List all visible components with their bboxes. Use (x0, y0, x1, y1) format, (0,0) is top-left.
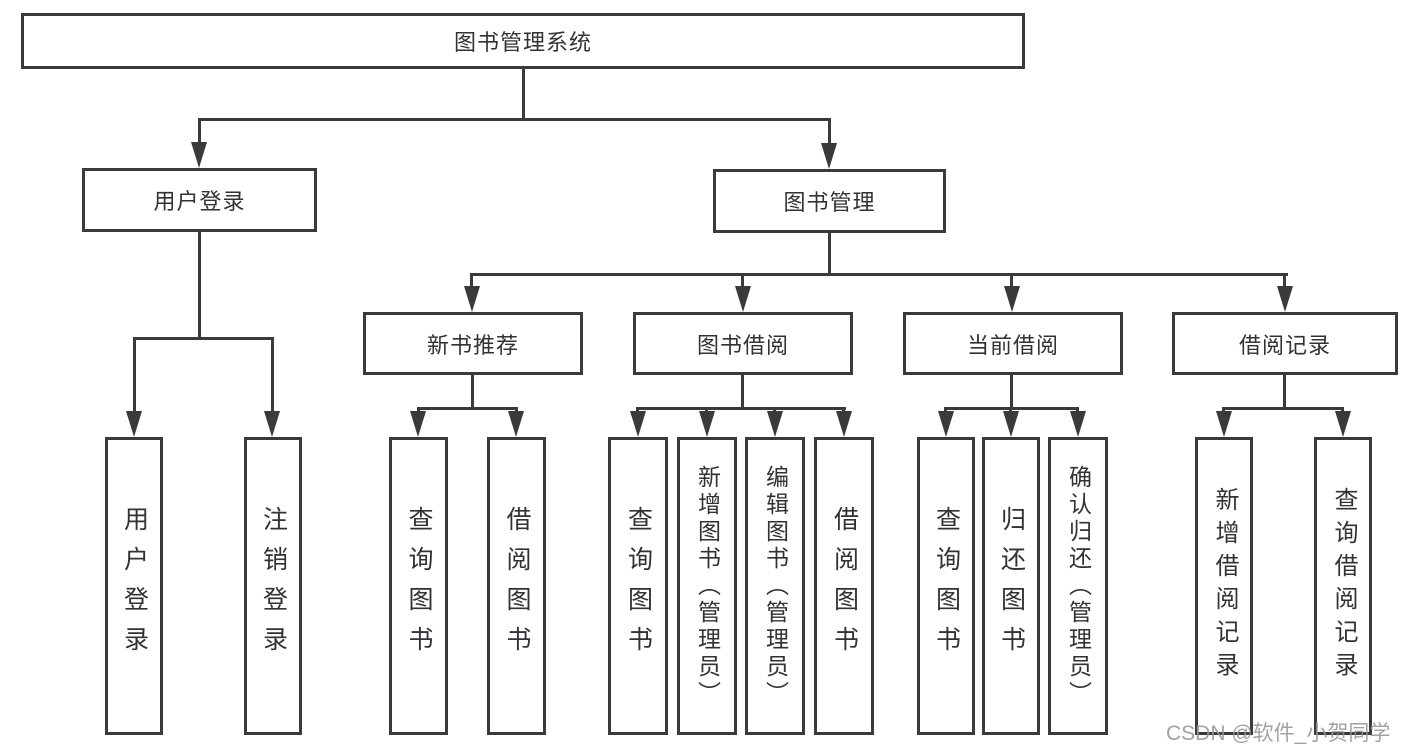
arrow-down-icon (630, 411, 646, 437)
connector-vline (1076, 407, 1079, 413)
leaf-query-books-borrowing: 查询图书 (608, 437, 668, 735)
connector-vline (636, 407, 639, 413)
arrow-down-icon (767, 411, 783, 437)
connector-vline (842, 407, 845, 413)
leaf-edit-books-admin: 编辑图书（管理员） (745, 437, 805, 735)
leaf-query-books-current-label: 查询图书 (932, 506, 961, 666)
connector-vline (828, 233, 831, 273)
node-book-borrowing: 图书借阅 (633, 312, 853, 375)
connector-vline (1283, 273, 1286, 286)
node-library-system: 图书管理系统 (21, 13, 1025, 69)
leaf-query-books-recommend-label: 查询图书 (405, 506, 433, 666)
arrow-down-icon (1216, 411, 1232, 437)
connector-vline (522, 69, 525, 118)
node-new-book-recommend: 新书推荐 (363, 312, 583, 375)
node-new-book-recommend-label: 新书推荐 (426, 332, 519, 358)
connector-vline (198, 118, 201, 142)
arrow-down-icon (508, 411, 524, 437)
arrow-down-icon (1004, 286, 1020, 312)
leaf-confirm-return-admin-label: 确认归还（管理员） (1065, 464, 1092, 708)
leaf-add-borrow-record-label: 新增借阅记录 (1211, 487, 1238, 685)
node-book-management: 图书管理 (713, 169, 946, 233)
connector-vline (271, 337, 274, 411)
arrow-down-icon (1070, 411, 1086, 437)
connector-vline (133, 337, 136, 411)
arrow-down-icon (126, 411, 142, 437)
leaf-return-books-label: 归还图书 (997, 506, 1026, 666)
connector-vline (741, 375, 744, 407)
leaf-add-borrow-record: 新增借阅记录 (1195, 437, 1253, 735)
leaf-user-login-label: 用户登录 (120, 506, 149, 666)
connector-hline (1222, 407, 1344, 410)
leaf-borrow-books-label: 借阅图书 (830, 506, 859, 666)
leaf-query-borrow-record: 查询借阅记录 (1314, 437, 1372, 735)
arrow-down-icon (410, 411, 426, 437)
arrow-down-icon (464, 286, 480, 312)
connector-vline (1009, 407, 1012, 413)
connector-vline (1341, 407, 1344, 413)
connector-vline (773, 407, 776, 413)
connector-vline (1010, 375, 1013, 407)
connector-vline (1222, 407, 1225, 413)
csdn-watermark: CSDN @软件_小贺同学 (1166, 722, 1391, 745)
leaf-query-books-current: 查询图书 (917, 437, 975, 735)
connector-hline (636, 407, 846, 410)
arrow-down-icon (264, 411, 280, 437)
leaf-query-borrow-record-label: 查询借阅记录 (1330, 487, 1357, 685)
connector-hline (417, 407, 518, 410)
connector-vline (828, 118, 831, 143)
arrow-down-icon (1003, 411, 1019, 437)
node-current-borrowing-label: 当前借阅 (966, 332, 1059, 358)
arrow-down-icon (1277, 286, 1293, 312)
leaf-borrow-books-recommend: 借阅图书 (487, 437, 546, 735)
leaf-user-login: 用户登录 (105, 437, 163, 735)
arrow-down-icon (836, 411, 852, 437)
connector-vline (705, 407, 708, 413)
leaf-logout: 注销登录 (244, 437, 302, 735)
node-current-borrowing: 当前借阅 (903, 312, 1123, 375)
connector-hline (133, 337, 274, 340)
connector-vline (1010, 273, 1013, 286)
connector-vline (1283, 375, 1286, 407)
arrow-down-icon (1335, 411, 1351, 437)
node-user-login: 用户登录 (82, 168, 317, 232)
leaf-return-books: 归还图书 (982, 437, 1040, 735)
leaf-query-books-borrowing-label: 查询图书 (624, 506, 653, 666)
arrow-down-icon (821, 143, 837, 169)
leaf-add-books-admin: 新增图书（管理员） (677, 437, 737, 735)
arrow-down-icon (191, 142, 207, 168)
node-book-management-label: 图书管理 (783, 190, 876, 215)
node-library-system-label: 图书管理系统 (453, 30, 592, 55)
arrow-down-icon (699, 411, 715, 437)
connector-vline (515, 407, 518, 413)
connector-hline (471, 273, 1288, 276)
leaf-borrow-books: 借阅图书 (814, 437, 874, 735)
node-borrowing-records: 借阅记录 (1172, 312, 1398, 375)
connector-vline (470, 273, 473, 286)
arrow-down-icon (938, 411, 954, 437)
node-user-login-label: 用户登录 (153, 189, 246, 214)
leaf-borrow-books-recommend-label: 借阅图书 (503, 506, 531, 666)
leaf-logout-label: 注销登录 (259, 506, 288, 666)
connector-hline (198, 118, 831, 121)
node-book-borrowing-label: 图书借阅 (696, 332, 789, 358)
connector-vline (944, 407, 947, 413)
connector-vline (198, 232, 201, 337)
connector-vline (741, 273, 744, 286)
node-borrowing-records-label: 借阅记录 (1238, 332, 1331, 358)
leaf-add-books-admin-label: 新增图书（管理员） (694, 464, 721, 708)
leaf-query-books-recommend: 查询图书 (389, 437, 448, 735)
connector-vline (471, 375, 474, 407)
leaf-edit-books-admin-label: 编辑图书（管理员） (762, 464, 789, 708)
arrow-down-icon (735, 286, 751, 312)
connector-vline (417, 407, 420, 413)
leaf-confirm-return-admin: 确认归还（管理员） (1048, 437, 1108, 735)
